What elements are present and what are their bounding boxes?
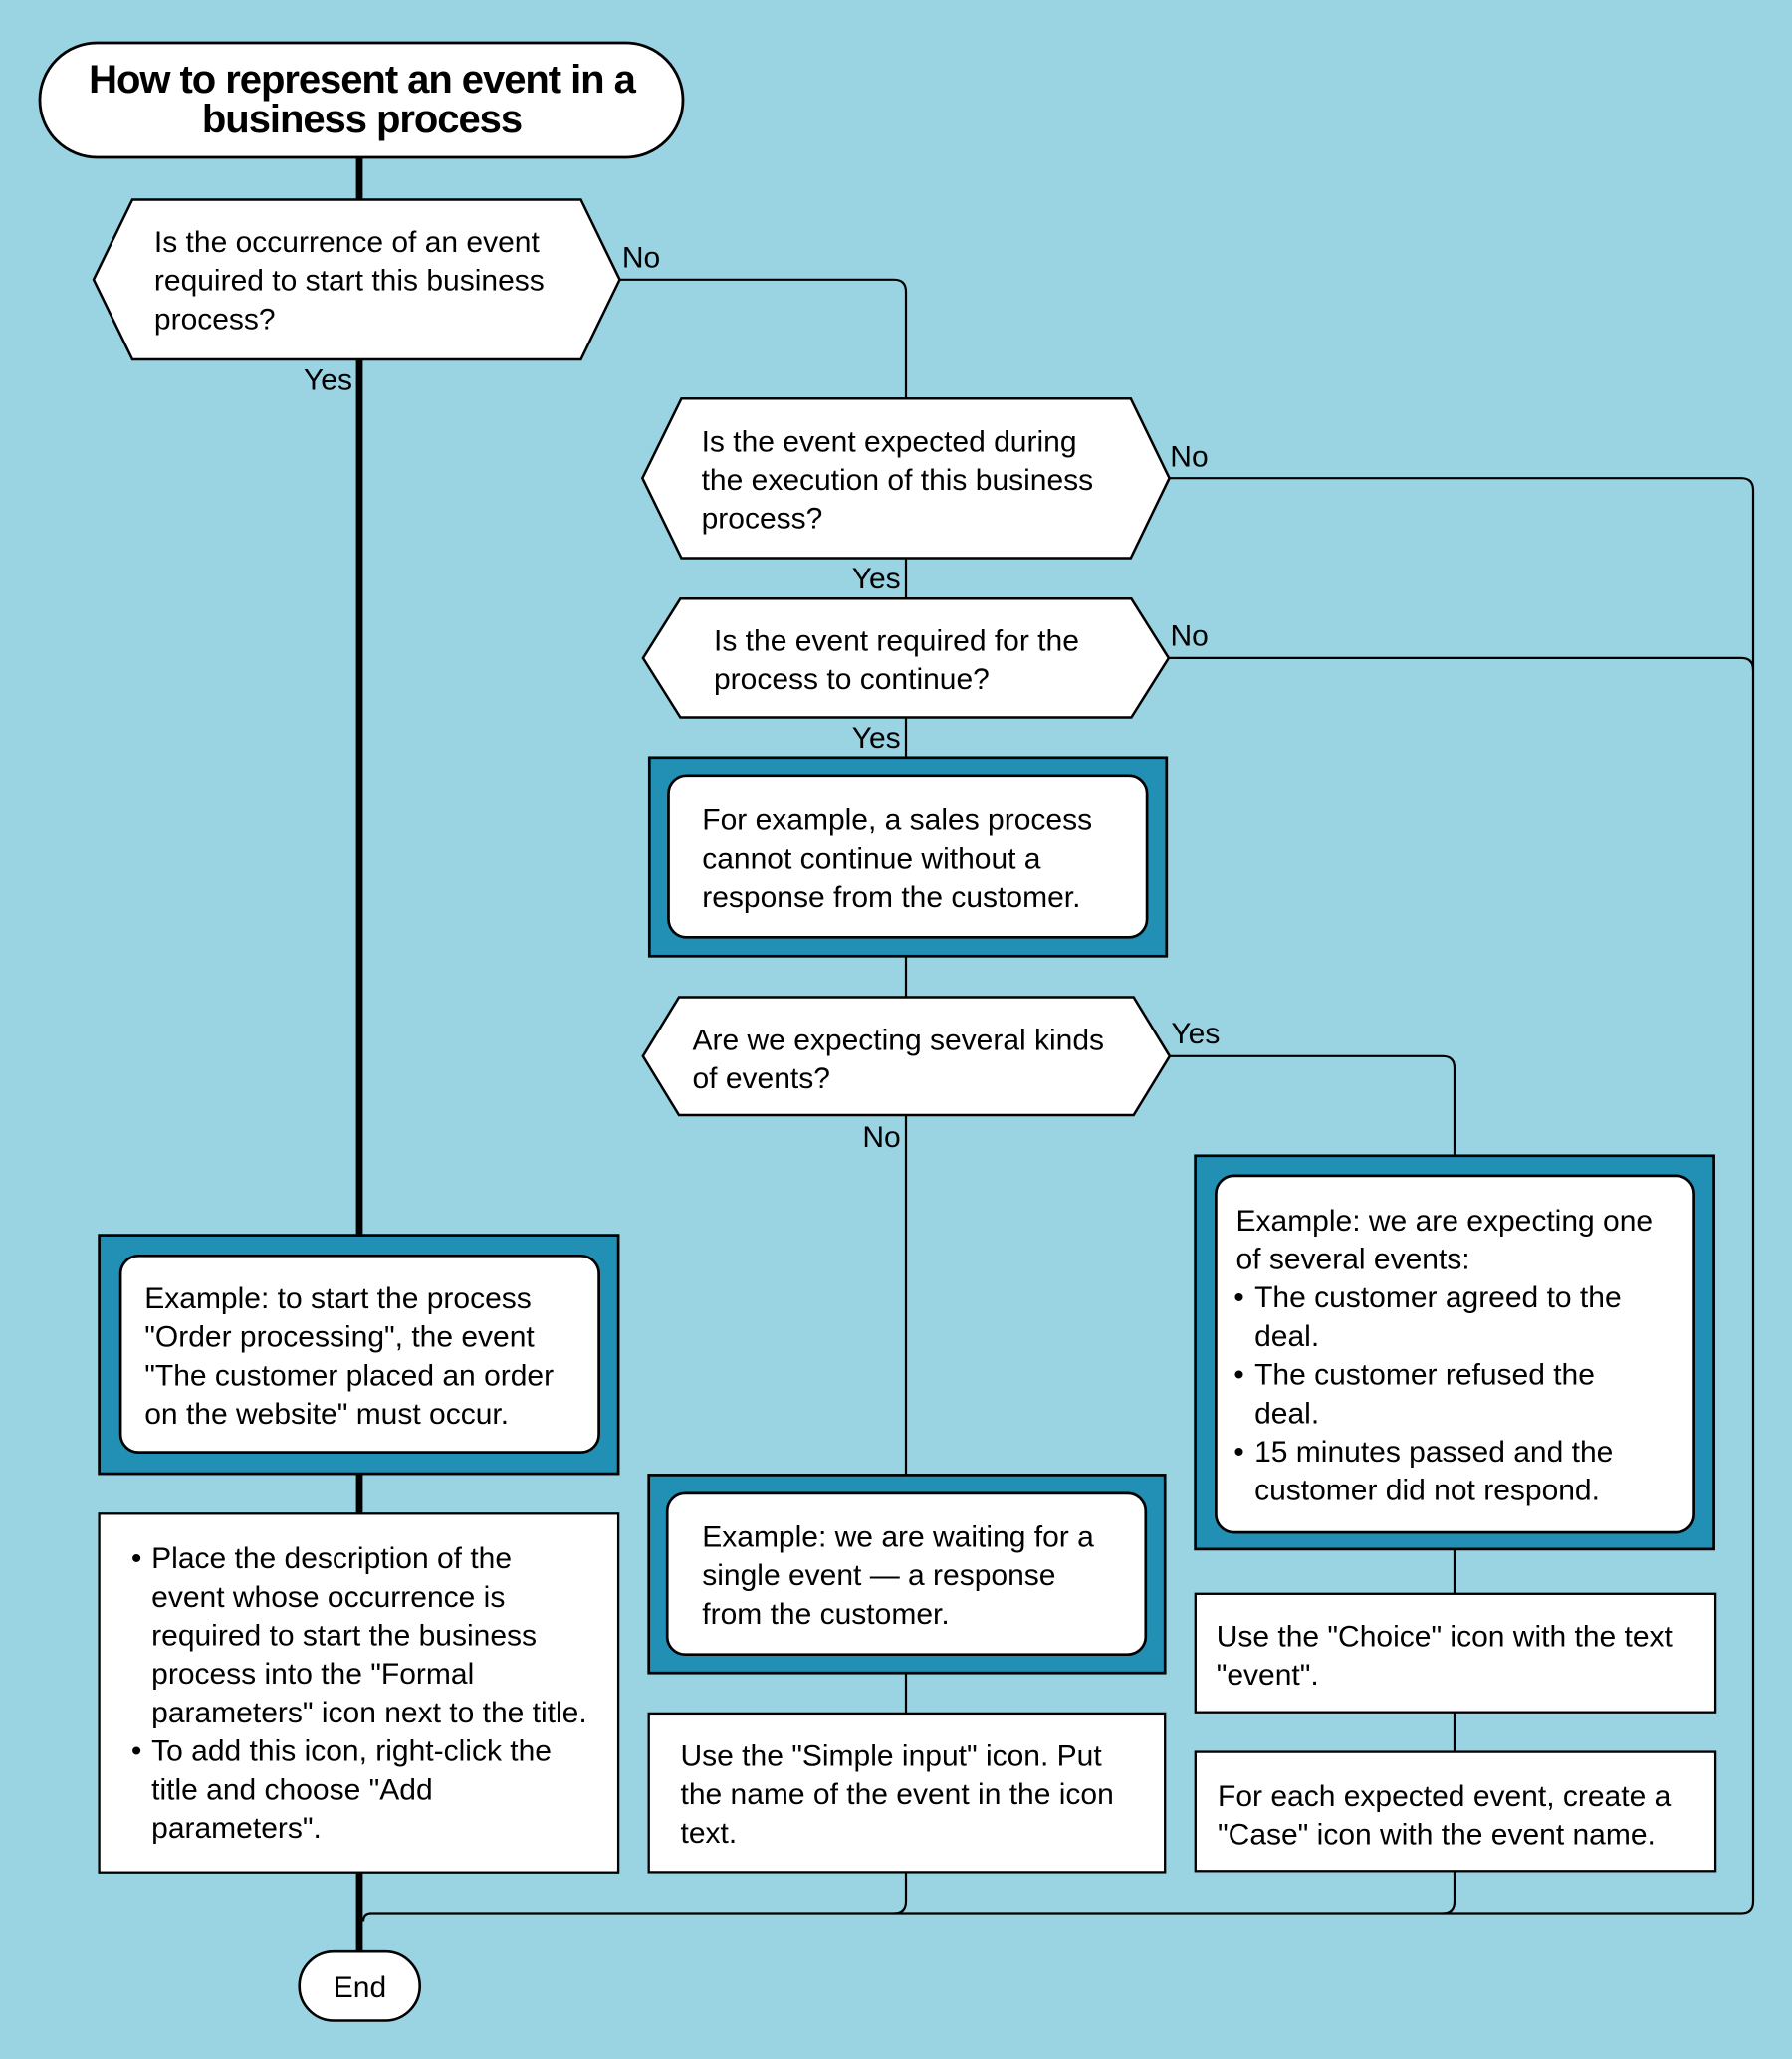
svg-text:No: No <box>1170 441 1208 474</box>
svg-text:Example: to start the process: Example: to start the process <box>144 1282 532 1315</box>
svg-text:Is the occurrence of an event: Is the occurrence of an event <box>154 226 541 259</box>
svg-text:"The customer placed an order: "The customer placed an order <box>144 1359 554 1392</box>
svg-text:from the customer.: from the customer. <box>702 1598 949 1631</box>
svg-text:•: • <box>131 1542 142 1575</box>
svg-text:Yes: Yes <box>852 722 901 755</box>
svg-text:the execution of this business: the execution of this business <box>702 464 1094 497</box>
svg-text:•: • <box>1233 1281 1244 1314</box>
svg-text:response from the customer.: response from the customer. <box>702 881 1080 914</box>
svg-text:cannot continue without a: cannot continue without a <box>702 842 1041 875</box>
svg-text:Example: we are expecting one: Example: we are expecting one <box>1236 1205 1654 1238</box>
svg-text:Yes: Yes <box>852 563 901 595</box>
svg-text:parameters" icon next to the t: parameters" icon next to the title. <box>151 1697 587 1729</box>
svg-text:Is the event expected during: Is the event expected during <box>702 425 1077 458</box>
svg-text:To add this icon, right-click: To add this icon, right-click the <box>151 1735 552 1768</box>
svg-text:process?: process? <box>154 303 276 336</box>
svg-text:text.: text. <box>681 1817 738 1850</box>
svg-text:Example: we are waiting for a: Example: we are waiting for a <box>702 1520 1094 1553</box>
svg-text:"Order processing", the event: "Order processing", the event <box>144 1321 535 1354</box>
svg-text:The customer agreed to the: The customer agreed to the <box>1254 1281 1622 1314</box>
svg-text:The customer refused the: The customer refused the <box>1254 1359 1595 1392</box>
svg-text:required to start the business: required to start the business <box>151 1620 537 1653</box>
svg-text:single event — a response: single event — a response <box>702 1559 1055 1592</box>
svg-text:event whose occurrence is: event whose occurrence is <box>151 1581 505 1614</box>
svg-text:For example, a sales process: For example, a sales process <box>702 804 1092 837</box>
svg-text:For each expected event, creat: For each expected event, create a <box>1218 1780 1672 1813</box>
svg-text:No: No <box>862 1121 900 1154</box>
svg-text:•: • <box>131 1735 142 1768</box>
svg-text:of several events:: of several events: <box>1236 1244 1470 1276</box>
svg-text:process?: process? <box>702 503 823 536</box>
svg-text:parameters".: parameters". <box>151 1812 322 1845</box>
svg-text:Use the "Choice" icon with the: Use the "Choice" icon with the text <box>1217 1621 1674 1654</box>
svg-text:deal.: deal. <box>1254 1397 1319 1430</box>
svg-text:"Case" icon with the event nam: "Case" icon with the event name. <box>1218 1819 1656 1852</box>
svg-text:on the website" must occur.: on the website" must occur. <box>144 1398 509 1431</box>
svg-text:Yes: Yes <box>304 364 352 397</box>
svg-text:15 minutes passed and the: 15 minutes passed and the <box>1254 1436 1613 1469</box>
svg-text:Use the "Simple input" icon. P: Use the "Simple input" icon. Put <box>681 1740 1103 1773</box>
svg-text:business process: business process <box>202 98 522 141</box>
svg-text:•: • <box>1233 1359 1244 1392</box>
svg-text:"event".: "event". <box>1217 1659 1319 1692</box>
svg-text:Are we expecting several kinds: Are we expecting several kinds <box>693 1024 1105 1056</box>
svg-text:the name of the event in the i: the name of the event in the icon <box>681 1778 1114 1811</box>
svg-text:How to represent an event in a: How to represent an event in a <box>89 58 636 102</box>
svg-text:required to start this busines: required to start this business <box>154 265 545 298</box>
svg-text:•: • <box>1233 1436 1244 1469</box>
svg-text:deal.: deal. <box>1254 1320 1319 1353</box>
svg-text:of events?: of events? <box>693 1062 830 1095</box>
svg-text:Is the event required for the: Is the event required for the <box>714 624 1079 657</box>
svg-text:customer did not respond.: customer did not respond. <box>1254 1475 1600 1507</box>
svg-text:process into the "Formal: process into the "Formal <box>151 1658 474 1691</box>
svg-text:End: End <box>334 1971 386 2004</box>
svg-text:process to continue?: process to continue? <box>714 663 990 696</box>
svg-text:No: No <box>622 242 660 275</box>
svg-text:Yes: Yes <box>1171 1018 1220 1050</box>
svg-text:No: No <box>1171 620 1209 653</box>
svg-text:title and choose "Add: title and choose "Add <box>151 1773 433 1806</box>
svg-text:Place the description of the: Place the description of the <box>151 1542 512 1575</box>
